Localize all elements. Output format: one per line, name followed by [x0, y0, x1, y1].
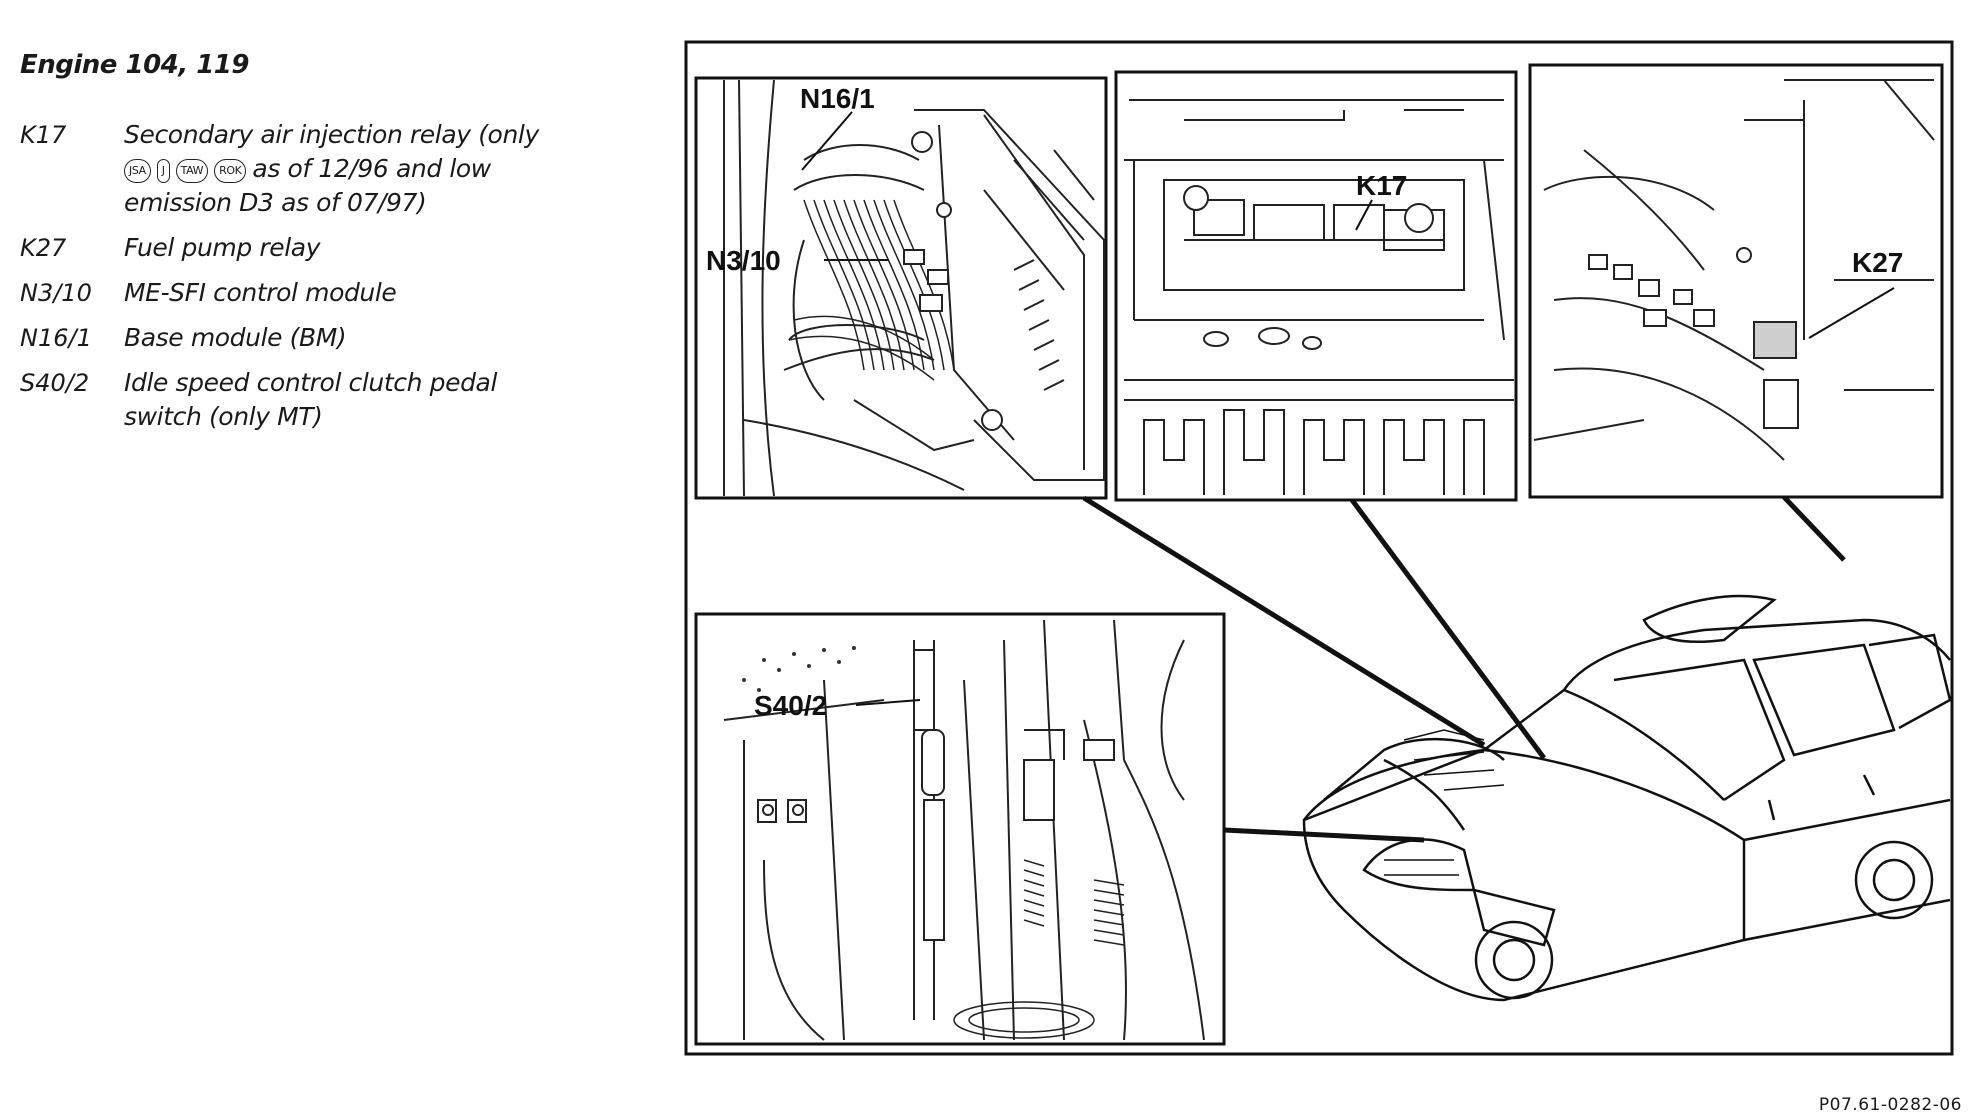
legend-desc-line: Idle speed control clutch pedal: [124, 368, 498, 397]
legend-desc-line: Base module (BM): [124, 323, 347, 352]
leader-n16-1: [801, 111, 853, 171]
market-badge: JSA: [124, 159, 151, 183]
leader-s40-2: [855, 699, 921, 706]
leader-k27: [1808, 287, 1895, 339]
component-location-figure: N16/1 N3/10: [684, 40, 1954, 1056]
legend-code: N3/10: [20, 279, 92, 307]
vehicle-illustration: [1302, 594, 1952, 1002]
legend-description: ME-SFI control module: [124, 276, 630, 310]
leader-k17: [1355, 199, 1373, 231]
legend-code: K17: [20, 121, 67, 149]
callout-s40-2: S40/2: [754, 690, 827, 721]
callout-n16-1: N16/1: [800, 83, 875, 114]
legend-row-k27: K27 Fuel pump relay: [20, 231, 630, 265]
legend-row-k17: K17 Secondary air injection relay (only …: [20, 118, 630, 220]
legend-desc-line: Fuel pump relay: [124, 233, 321, 262]
market-badge: TAW: [175, 159, 209, 183]
legend-desc-text: as of 12/96 and low: [252, 154, 491, 183]
inset-k27-fuel-pump-relay: K27: [1528, 63, 1944, 499]
legend-description: Idle speed control clutch pedal switch (…: [124, 366, 630, 434]
legend-description: Base module (BM): [124, 321, 630, 355]
legend-title: Engine 104, 119: [20, 50, 249, 80]
callout-k17: K17: [1356, 170, 1407, 201]
inset-connectors: [1082, 495, 1846, 843]
callout-k27: K27: [1852, 247, 1903, 278]
inset-k17-relay: K17: [1114, 70, 1518, 502]
legend-row-s40-2: S40/2 Idle speed control clutch pedal sw…: [20, 366, 630, 434]
legend-desc-line: Secondary air injection relay (only: [124, 120, 539, 149]
legend-row-n3-10: N3/10 ME-SFI control module: [20, 276, 630, 310]
component-legend: Engine 104, 119 K17 Secondary air inject…: [20, 50, 630, 445]
market-badge: J: [156, 159, 170, 183]
inset-s40-2-clutch-pedal-switch: S40/2: [694, 612, 1226, 1046]
figure-reference-number: P07.61-0282-06: [1818, 1095, 1962, 1115]
inset-n16-n3-control-module: N16/1 N3/10: [694, 76, 1108, 500]
legend-description: Fuel pump relay: [124, 231, 630, 265]
legend-code: K27: [20, 234, 67, 262]
legend-desc-line: ME-SFI control module: [124, 278, 397, 307]
callout-n3-10: N3/10: [706, 245, 781, 276]
legend-desc-line: emission D3 as of 07/97): [124, 188, 427, 217]
market-badge: ROK: [214, 159, 247, 183]
legend-code: S40/2: [20, 369, 90, 397]
legend-row-n16-1: N16/1 Base module (BM): [20, 321, 630, 355]
legend-code: N16/1: [20, 324, 92, 352]
legend-desc-line: switch (only MT): [124, 402, 323, 431]
